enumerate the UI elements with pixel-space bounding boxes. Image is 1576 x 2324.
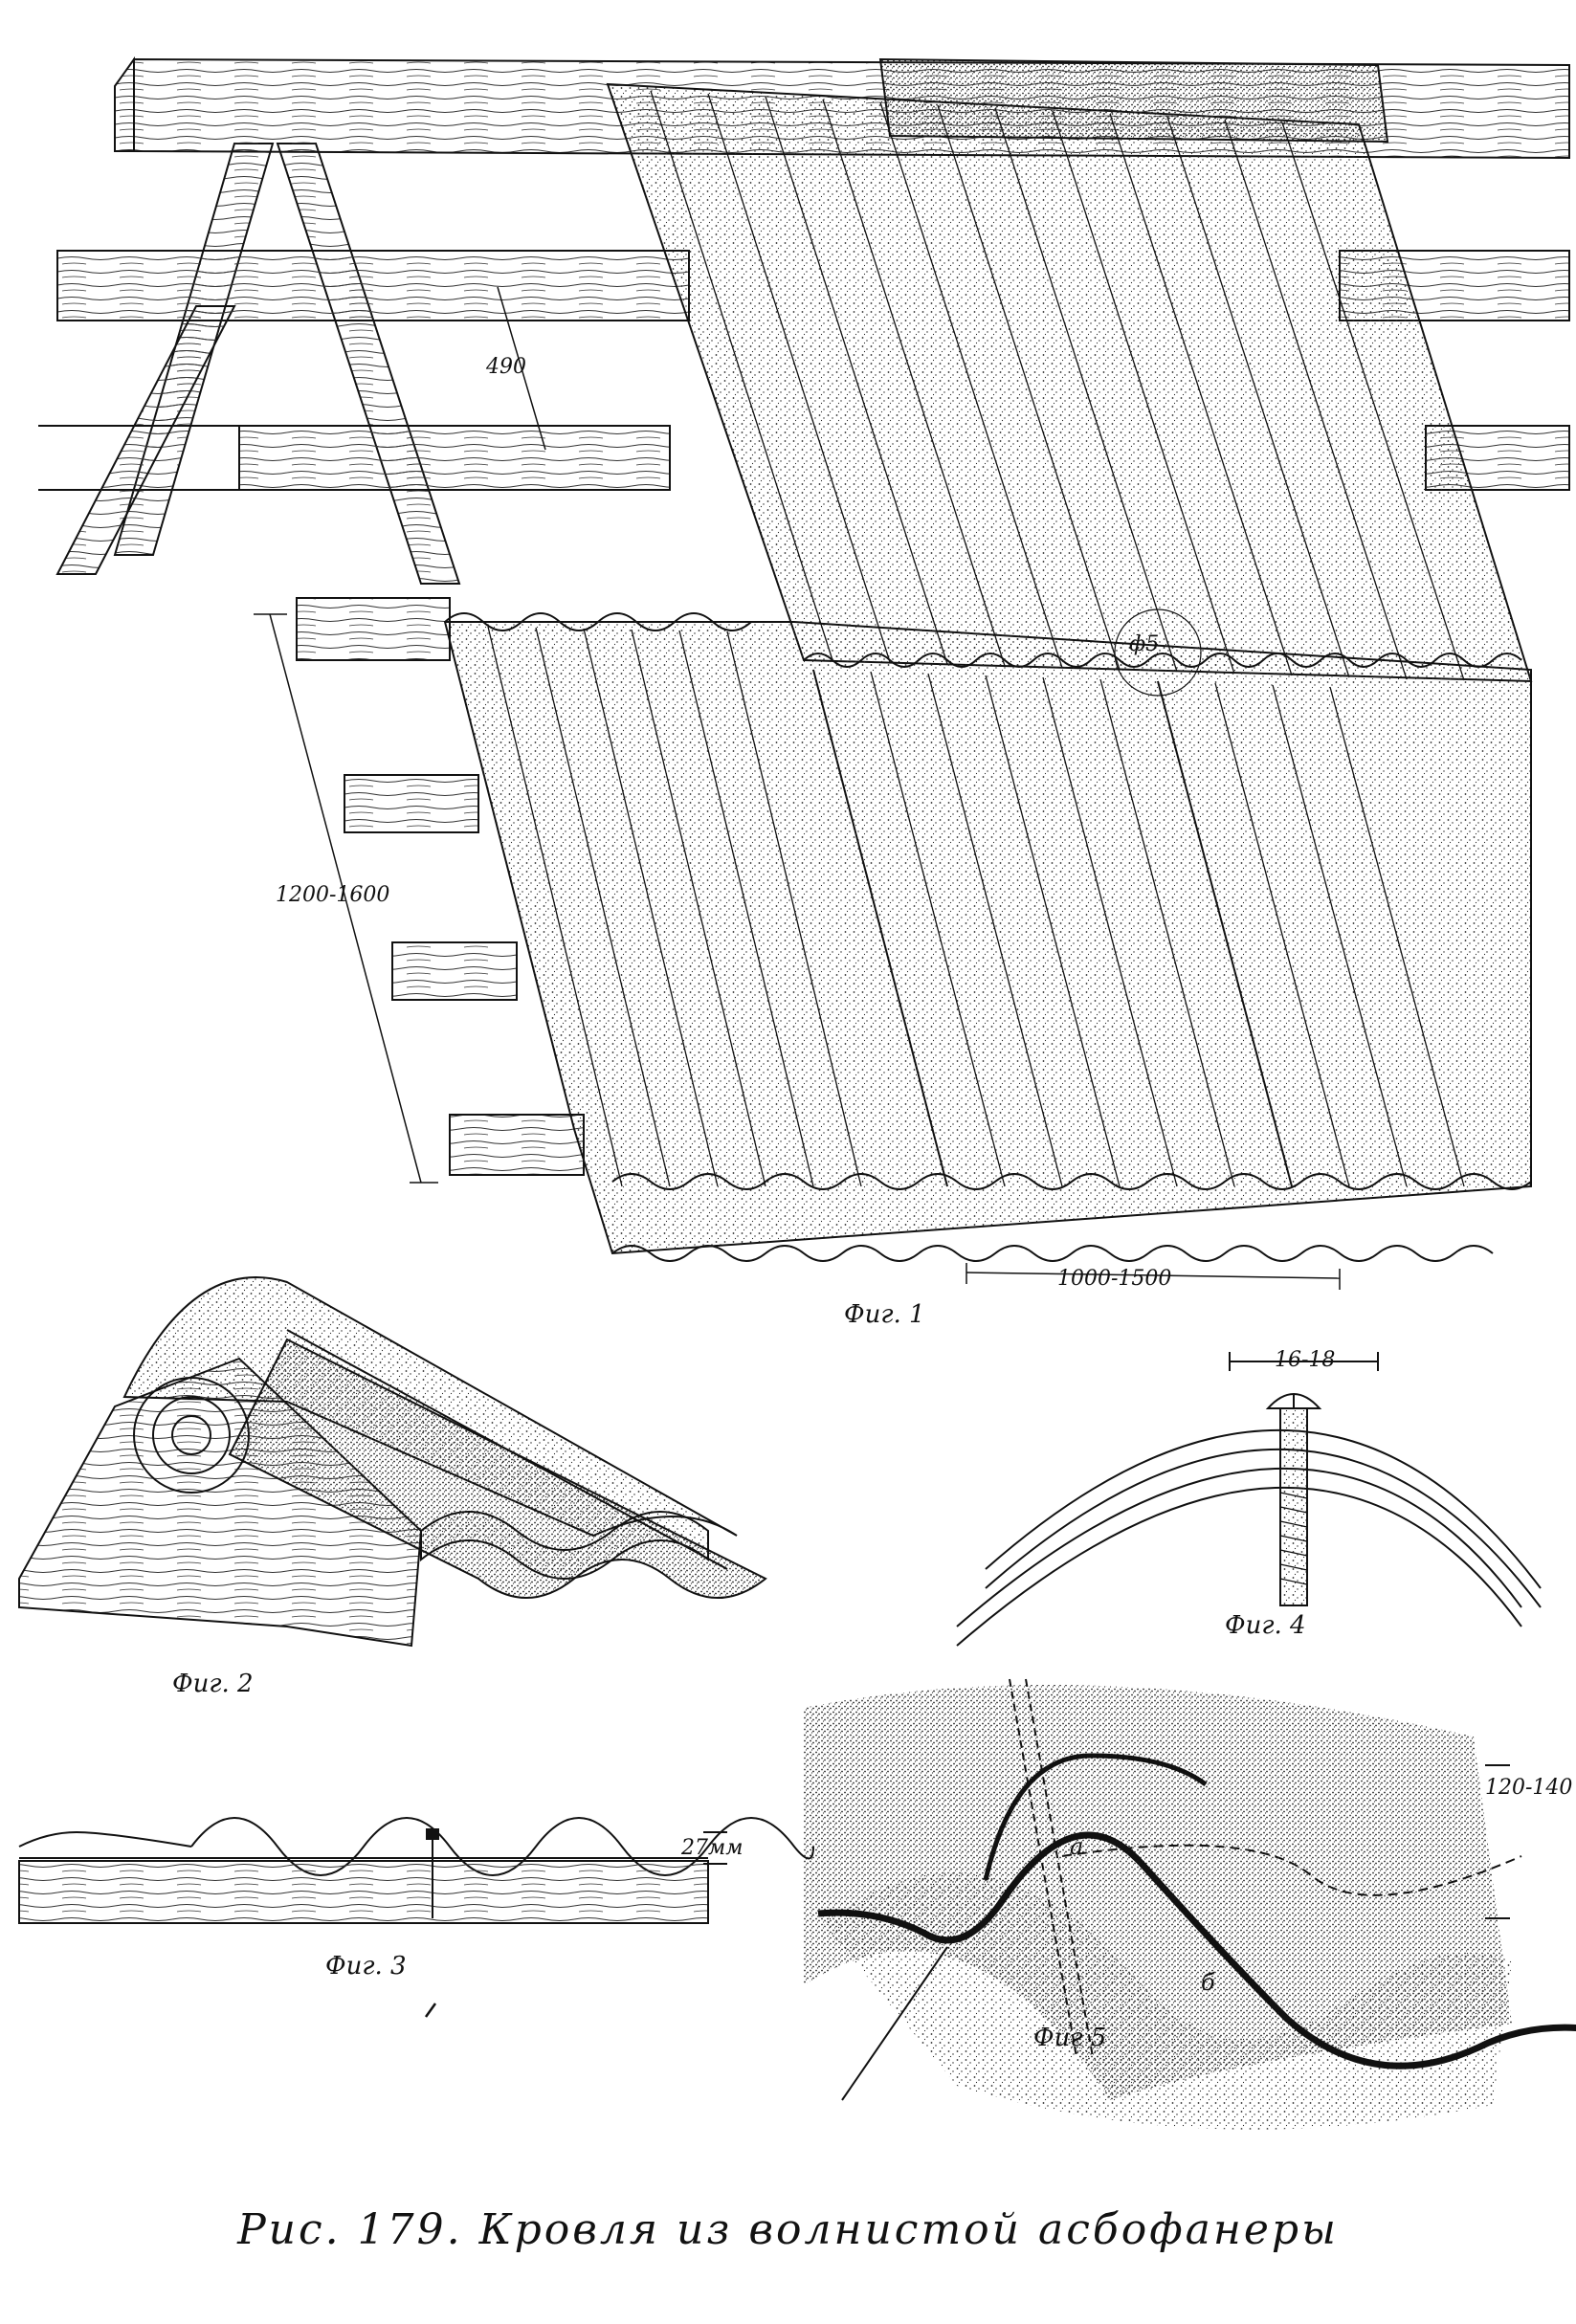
fig2-label: Фиг. 2 xyxy=(172,1670,254,1698)
dim-27mm: 27мм xyxy=(680,1836,743,1860)
mark-b: б xyxy=(1201,1969,1215,1996)
rafters xyxy=(55,143,461,585)
lower-sheets xyxy=(443,612,1532,1262)
upper-sheets xyxy=(606,57,1533,697)
fig5-label: Фиг 5 xyxy=(1033,2024,1106,2052)
dim-1000-1500: 1000-1500 xyxy=(1057,1267,1171,1291)
dim-120-140: 120-140 xyxy=(1485,1776,1572,1800)
figure-4: 16-18 Фиг. 4 xyxy=(956,1348,1542,1647)
dim-hole: ф5 xyxy=(1129,632,1159,656)
figure-caption: Рис. 179. Кровля из волнистой асбофанеры xyxy=(237,2205,1339,2254)
figure-2: Фиг. 2 xyxy=(18,1276,767,1698)
dim-16-18: 16-18 xyxy=(1275,1348,1335,1372)
dim-1200-1600: 1200-1600 xyxy=(276,883,389,907)
dim-490: 490 xyxy=(485,355,526,379)
fig4-label: Фиг. 4 xyxy=(1225,1611,1306,1640)
fig1-dimensions xyxy=(254,286,1341,1290)
figure-1: 490 1200-1600 1000-1500 ф5 Фиг. 1 xyxy=(38,55,1570,1329)
figure-5: а б 120-140 Фиг 5 xyxy=(804,1678,1576,2130)
fig1-label: Фиг. 1 xyxy=(844,1300,925,1329)
fig3-label: Фиг. 3 xyxy=(325,1952,407,1981)
figure-3: 27мм Фиг. 3 xyxy=(18,1817,814,2018)
mark-a: а xyxy=(1070,1833,1083,1860)
